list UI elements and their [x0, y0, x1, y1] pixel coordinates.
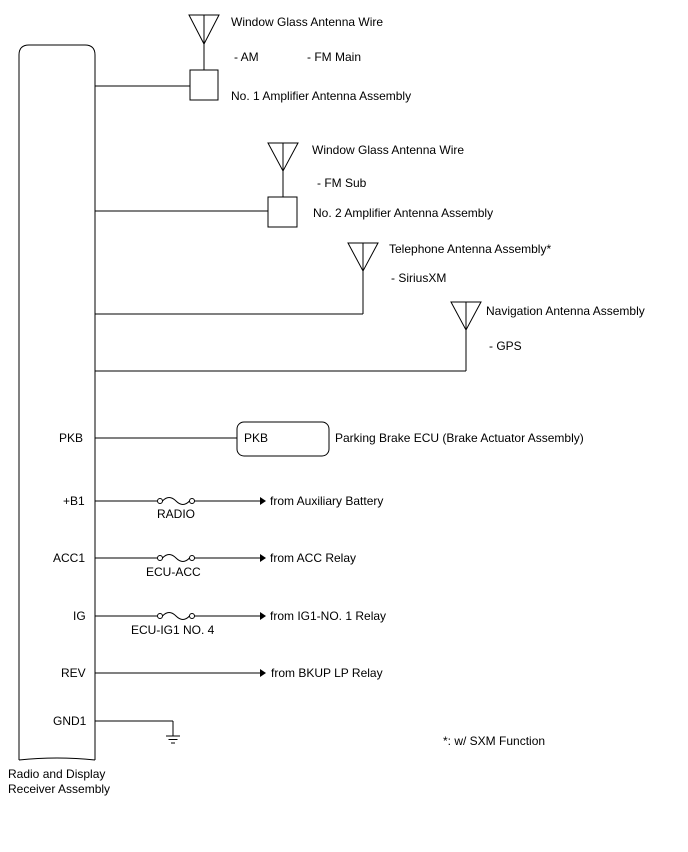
ig-circuit: IG ECU-IG1 NO. 4 from IG1-NO. 1 Relay — [73, 609, 386, 637]
antenna-navigation: Navigation Antenna Assembly - GPS — [95, 301, 645, 372]
parking-brake-ecu-label: Parking Brake ECU (Brake Actuator Assemb… — [335, 431, 584, 445]
arrow-icon — [260, 612, 266, 620]
parking-brake-ecu-box — [236, 421, 330, 457]
fm-main-label: - FM Main — [307, 50, 361, 64]
navigation-antenna-label: Navigation Antenna Assembly — [486, 304, 645, 318]
fuse-icon — [157, 497, 195, 505]
window-wire-2-label: Window Glass Antenna Wire — [312, 143, 464, 157]
arrow-icon — [260, 669, 266, 677]
antenna-window-glass-1: Window Glass Antenna Wire - AM - FM Main… — [95, 14, 411, 103]
ground-icon — [166, 721, 180, 744]
amplifier-2-box — [267, 196, 298, 228]
terminal-rev: REV — [61, 666, 86, 680]
source-acc-relay: from ACC Relay — [270, 551, 356, 565]
receiver-label-line1: Radio and Display — [8, 767, 105, 781]
source-aux-battery: from Auxiliary Battery — [270, 494, 383, 508]
terminal-b1: +B1 — [63, 494, 85, 508]
receiver-assembly: Radio and Display Receiver Assembly — [8, 44, 110, 796]
fuse-icon — [157, 554, 195, 562]
receiver-label-line2: Receiver Assembly — [8, 782, 110, 796]
am-label: - AM — [234, 50, 259, 64]
fuse-ecu-acc-label: ECU-ACC — [146, 565, 201, 579]
siriusxm-label: - SiriusXM — [391, 271, 446, 285]
antenna-symbol-icon — [267, 142, 299, 197]
window-wire-1-label: Window Glass Antenna Wire — [231, 15, 383, 29]
fuse-radio-label: RADIO — [157, 507, 195, 521]
gnd1-circuit: GND1 — [53, 714, 180, 744]
amplifier-1-box — [189, 69, 219, 101]
pkb-box-label: PKB — [244, 431, 268, 445]
acc1-circuit: ACC1 ECU-ACC from ACC Relay — [53, 551, 356, 579]
pkb-circuit: PKB PKB Parking Brake ECU (Brake Actuato… — [59, 421, 584, 457]
antenna-symbol-icon — [450, 301, 482, 371]
fuse-icon — [157, 612, 195, 620]
b1-circuit: +B1 RADIO from Auxiliary Battery — [63, 494, 383, 521]
terminal-acc1: ACC1 — [53, 551, 85, 565]
footnote: *: w/ SXM Function — [443, 734, 545, 748]
amplifier-1-label: No. 1 Amplifier Antenna Assembly — [231, 89, 411, 103]
antenna-telephone: Telephone Antenna Assembly* - SiriusXM — [95, 242, 551, 315]
terminal-pkb: PKB — [59, 431, 83, 445]
antenna-symbol-icon — [347, 242, 379, 314]
terminal-ig: IG — [73, 609, 86, 623]
antenna-window-glass-2: Window Glass Antenna Wire - FM Sub No. 2… — [95, 142, 493, 228]
source-bkup-relay: from BKUP LP Relay — [271, 666, 383, 680]
gps-label: - GPS — [489, 339, 522, 353]
source-ig1-relay: from IG1-NO. 1 Relay — [270, 609, 386, 623]
arrow-icon — [260, 554, 266, 562]
rev-circuit: REV from BKUP LP Relay — [61, 666, 383, 680]
fuse-ecu-ig1-label: ECU-IG1 NO. 4 — [131, 623, 215, 637]
antenna-symbol-icon — [188, 14, 220, 70]
terminal-gnd1: GND1 — [53, 714, 87, 728]
amplifier-2-label: No. 2 Amplifier Antenna Assembly — [313, 206, 493, 220]
arrow-icon — [260, 497, 266, 505]
fm-sub-label: - FM Sub — [317, 176, 367, 190]
telephone-antenna-label: Telephone Antenna Assembly* — [389, 242, 551, 256]
